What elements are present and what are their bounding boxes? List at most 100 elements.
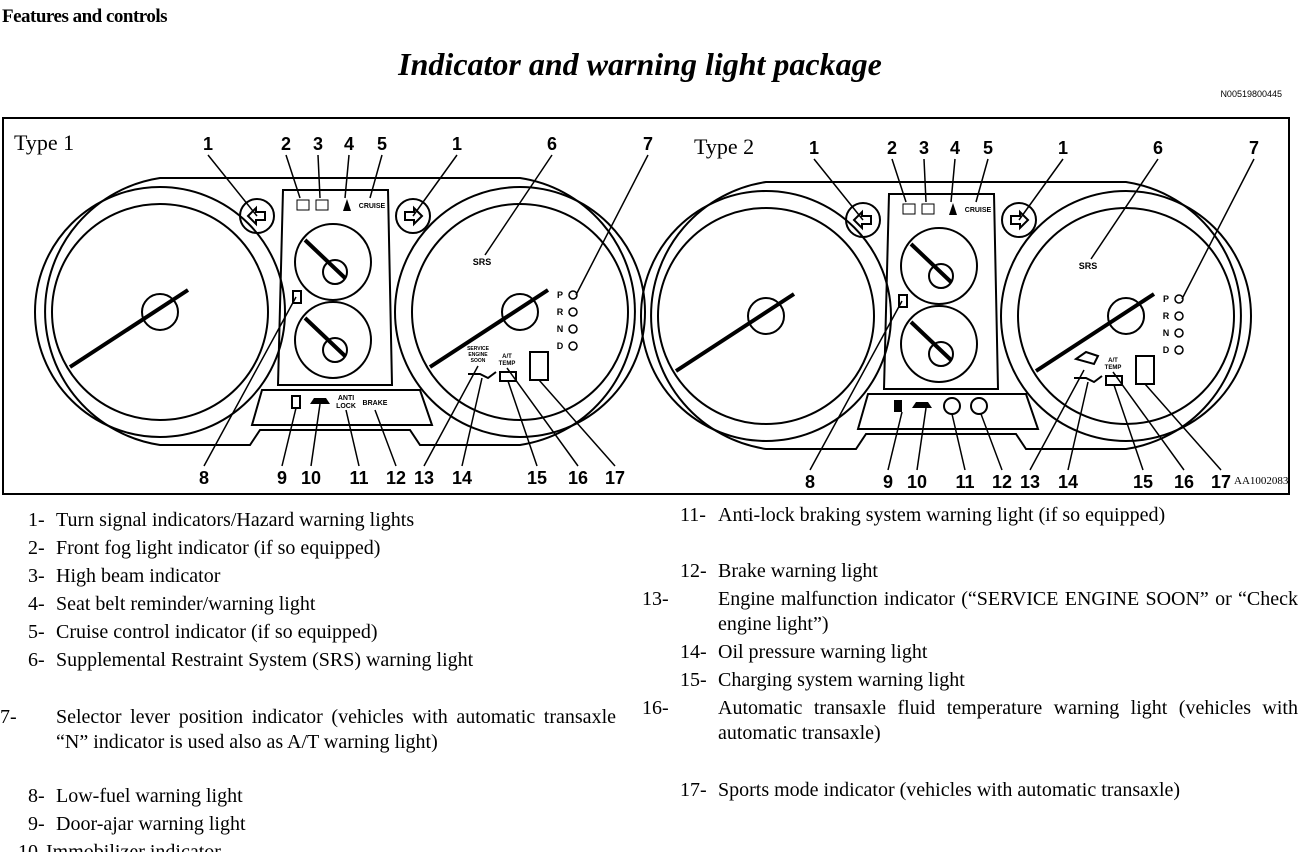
leader-line [1113, 384, 1144, 471]
check-engine-icon [1073, 350, 1100, 366]
callout-number-12: 12 [992, 472, 1012, 492]
gear-p-label: P [1163, 294, 1169, 304]
leader-line [575, 154, 649, 296]
at-label: A/T [502, 354, 512, 360]
legend-number: 16- [642, 697, 669, 719]
small-gauge [900, 227, 978, 305]
leader-line [344, 154, 350, 199]
callout-number-2: 2 [887, 138, 897, 158]
callout-number-17: 17 [1211, 472, 1231, 492]
legend-number: 6- [28, 649, 45, 671]
callout-number-7: 6 [1153, 138, 1163, 158]
callout-number-6: 1 [1058, 138, 1068, 158]
leader-line [203, 296, 297, 467]
legend-text: Sports mode indicator (vehicles with aut… [718, 779, 1181, 801]
callout-number-7: 6 [547, 134, 557, 154]
cluster-outline [650, 181, 1242, 450]
callout-number-13: 13 [414, 468, 434, 488]
turn-right-indicator [1001, 202, 1037, 238]
legend-text: Front fog light indicator (if so equippe… [56, 537, 381, 559]
instrument-cluster-diagram: Type 1CRUISESRSPRNDA/TTEMPSERVICEENGINES… [2, 117, 1290, 495]
leader-line [809, 300, 903, 471]
seat-belt-icon [343, 199, 351, 211]
document-code: N00519800445 [1220, 89, 1282, 99]
gauge-hub [747, 297, 785, 335]
callout-number-1: 1 [809, 138, 819, 158]
cruise-label: CRUISE [965, 207, 992, 214]
callout-number-8: 8 [805, 472, 815, 492]
leader-line [951, 413, 966, 471]
leader-line [423, 365, 479, 467]
turn-right-indicator [395, 198, 431, 234]
fog-light-icon [902, 203, 916, 215]
callout-number-16: 16 [568, 468, 588, 488]
legend-item: 8-Low-fuel warning light [28, 784, 243, 809]
sports-mode-display [1135, 355, 1155, 385]
door-ajar-icon [912, 402, 932, 408]
engine-label: ENGINE [468, 352, 488, 358]
gear-d-label: D [1163, 345, 1170, 355]
legend-text: Turn signal indicators/Hazard warning li… [56, 509, 415, 531]
warning-strip [856, 393, 1040, 430]
abs-icon [943, 397, 961, 415]
gauge-bezel [394, 186, 646, 438]
leader-line [345, 409, 360, 467]
brake-icon [970, 397, 988, 415]
leader-line [891, 158, 907, 203]
callout-number-3: 3 [919, 138, 929, 158]
legend-text: Engine malfunction indicator (“SERVICE E… [718, 588, 1298, 635]
callout-number-3: 3 [313, 134, 323, 154]
small-gauge [294, 301, 372, 379]
service-label: SERVICE [467, 346, 490, 352]
temp-label: TEMP [499, 361, 516, 367]
gear-p-label: P [557, 290, 563, 300]
legend-number: 3- [28, 565, 45, 587]
legend-number: 5- [28, 621, 45, 643]
page-title: Indicator and warning light package [398, 46, 882, 82]
anti-label: ANTI [338, 395, 354, 402]
at-label: A/T [1108, 358, 1118, 364]
legend-text: Brake warning light [718, 560, 878, 582]
leader-line [813, 158, 864, 221]
leader-line [281, 407, 297, 467]
leader-line [923, 158, 927, 203]
srs-label: SRS [473, 257, 492, 267]
small-gauge-needle [303, 316, 347, 358]
cluster-type1: Type 1CRUISESRSPRNDA/TTEMPSERVICEENGINES… [14, 130, 653, 488]
callout-number-16: 16 [1174, 472, 1194, 492]
warning-strip [250, 389, 434, 426]
gear-n-label: N [557, 324, 564, 334]
small-gauge-needle [909, 320, 953, 362]
gear-n-lamp [568, 324, 578, 334]
callout-number-15: 15 [527, 468, 547, 488]
callout-number-6: 1 [452, 134, 462, 154]
callout-number-14: 14 [452, 468, 472, 488]
legend-number: 7- [0, 706, 17, 728]
legend-number: 10- [18, 841, 45, 852]
legend-item: 3-High beam indicator [28, 564, 220, 589]
legend-number: 9- [28, 813, 45, 835]
leader-line [1181, 158, 1255, 300]
turn-left-arrow-icon [852, 209, 872, 231]
lock-label: LOCK [336, 403, 356, 410]
gear-r-label: R [1163, 311, 1170, 321]
callout-number-1: 1 [203, 134, 213, 154]
legend-item: 9-Door-ajar warning light [28, 812, 246, 837]
callout-number-5: 5 [377, 134, 387, 154]
callout-number-10: 10 [301, 468, 321, 488]
immobilizer-icon [894, 400, 902, 412]
gauge-hub [1107, 297, 1145, 335]
immobilizer-icon [291, 395, 301, 409]
turn-right-arrow-icon [1010, 209, 1030, 231]
leader-line [369, 154, 383, 199]
callout-number-2: 2 [281, 134, 291, 154]
small-gauge-hub [322, 337, 348, 363]
legend-item: 11-Anti-lock braking system warning ligh… [680, 503, 1165, 528]
gauge-face [51, 203, 269, 421]
turn-left-indicator [239, 198, 275, 234]
cluster-type-label: Type 2 [694, 134, 754, 159]
figure-code: AA1002083 [1234, 475, 1289, 487]
gauge-bezel [34, 186, 286, 438]
turn-left-arrow-icon [246, 205, 266, 227]
center-panel [882, 193, 1000, 390]
